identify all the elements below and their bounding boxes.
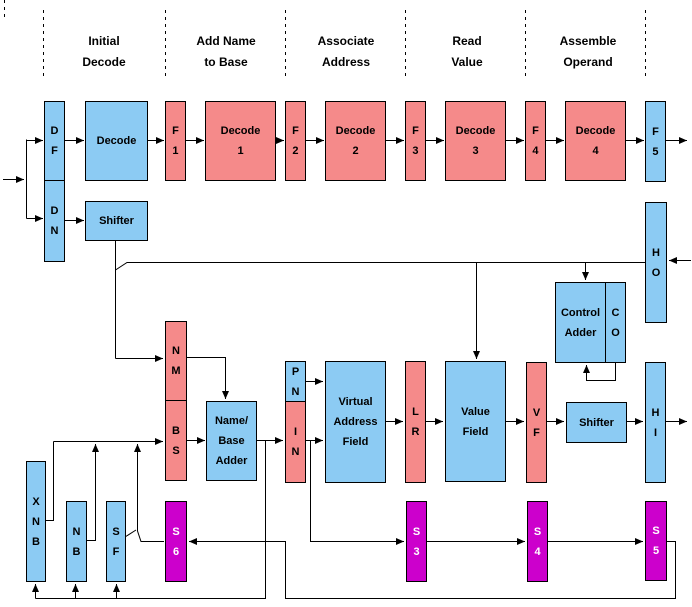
register-df: D F — [44, 101, 65, 181]
register-nb: N B — [66, 501, 87, 582]
register-f2: F 2 — [285, 101, 306, 181]
register-s3: S 3 — [406, 501, 427, 582]
register-s6: S 6 — [165, 501, 187, 582]
decode-unit: Decode — [85, 101, 148, 181]
register-lr: L R — [405, 361, 426, 483]
stage-dividers — [4, 0, 646, 76]
stage-label-associate-address: Associate Address — [317, 34, 375, 69]
register-nm: N M — [165, 321, 187, 401]
stage-label-read-value: Read Value — [451, 34, 483, 69]
register-f1: F 1 — [165, 101, 186, 181]
register-xnb: X N B — [26, 461, 46, 582]
control-adder: Control Adder — [555, 282, 606, 363]
stage-label-add-name-to-base: Add Name to Base — [196, 34, 256, 69]
register-co: C O — [605, 282, 626, 363]
register-s4: S 4 — [527, 501, 548, 582]
decode-unit-4: Decode 4 — [565, 101, 626, 181]
shifter-top: Shifter — [85, 201, 148, 241]
shifter-mid: Shifter — [566, 402, 627, 443]
flow-arrows — [3, 137, 691, 599]
register-f3: F 3 — [405, 101, 426, 181]
register-bs: B S — [165, 400, 187, 481]
register-f5: F 5 — [645, 101, 666, 182]
register-in: I N — [285, 401, 306, 483]
decode-unit-3: Decode 3 — [445, 101, 506, 181]
decode-unit-2: Decode 2 — [325, 101, 386, 181]
register-pn: P N — [285, 361, 306, 402]
register-hi: H I — [645, 362, 666, 483]
name-base-adder: Name/ Base Adder — [206, 401, 257, 481]
register-f4: F 4 — [525, 101, 546, 181]
register-dn: D N — [44, 180, 65, 262]
stage-label-assemble-operand: Assemble Operand — [559, 34, 617, 69]
register-s5: S 5 — [645, 501, 667, 581]
stage-label-initial-decode: Initial Decode — [82, 34, 126, 69]
decode-unit-1: Decode 1 — [205, 101, 276, 181]
register-sf: S F — [106, 501, 126, 582]
value-field: Value Field — [445, 361, 506, 482]
virtual-address-field: Virtual Address Field — [325, 361, 386, 483]
register-ho: H O — [645, 202, 667, 323]
register-vf: V F — [526, 362, 547, 483]
